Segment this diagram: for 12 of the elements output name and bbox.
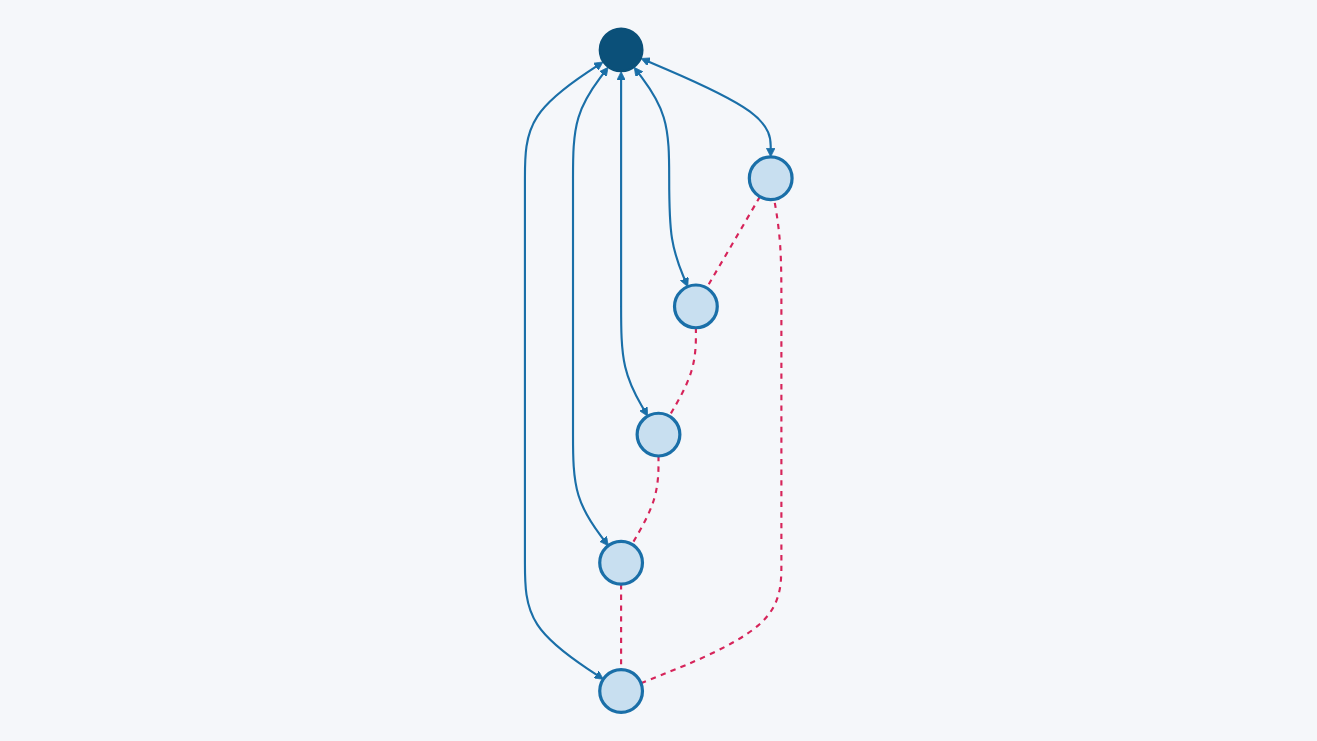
arrow <box>523 61 604 680</box>
node-circle <box>672 283 719 330</box>
node-circle <box>635 411 682 458</box>
node-circle <box>598 539 645 586</box>
arrow <box>571 66 609 547</box>
node-circle <box>598 668 645 715</box>
arrow <box>633 66 689 288</box>
node-circle <box>598 27 644 73</box>
node-circle <box>747 155 794 202</box>
arrow <box>616 71 649 417</box>
connector <box>630 456 660 545</box>
connector <box>668 327 697 417</box>
